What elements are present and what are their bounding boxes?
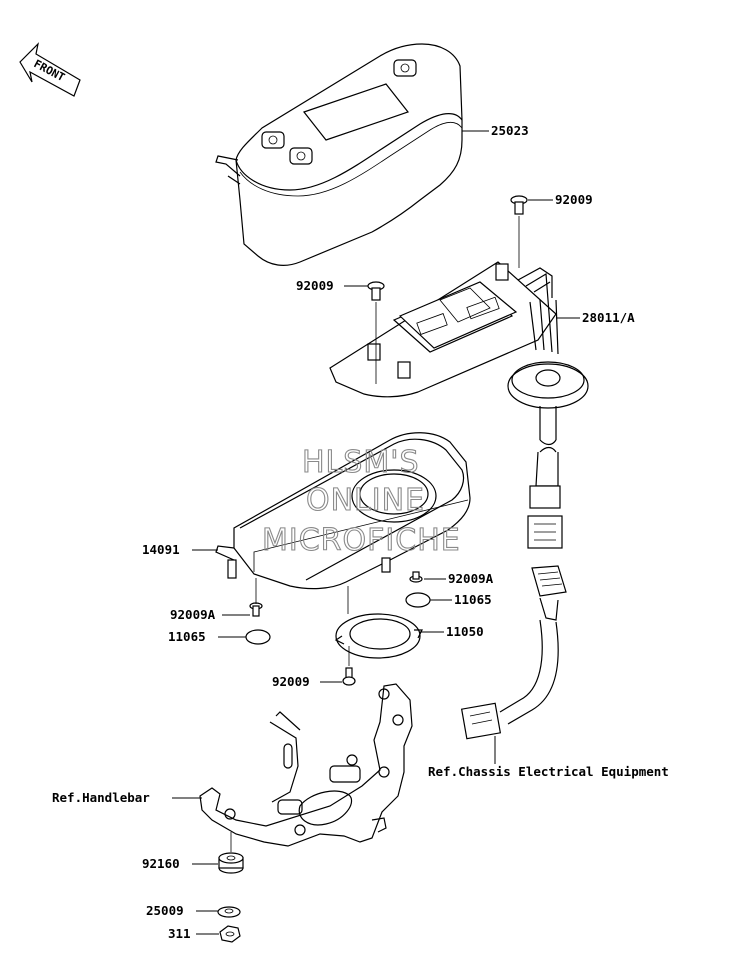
watermark-line2: ONLINE (306, 483, 425, 518)
callout-311: 311 (168, 926, 191, 941)
lower-case (215, 432, 471, 590)
screw-92009-bottom (342, 667, 356, 686)
callout-92009-top: 92009 (555, 192, 593, 207)
callout-11065-left: 11065 (168, 629, 206, 644)
callout-92009a-right: 92009A (448, 571, 494, 586)
watermark-line3: MICROFICHE (262, 523, 461, 558)
chassis-harness (460, 565, 567, 740)
cap-11065-left (245, 629, 271, 645)
mounting-bracket (199, 683, 413, 847)
watermark-line1: HLSM'S (302, 445, 420, 480)
screw-92009a-right (409, 571, 423, 583)
screw-92009-left (367, 281, 385, 301)
grommet-92160 (218, 852, 244, 874)
collar-25009 (217, 906, 241, 918)
gasket-11050 (334, 613, 423, 659)
callout-11065-right: 11065 (454, 592, 492, 607)
callout-92009a-left: 92009A (170, 607, 216, 622)
nut-311 (219, 925, 241, 943)
watermark: HLSM'S ONLINE MICROFICHE (261, 444, 461, 558)
callout-14091: 14091 (142, 542, 180, 557)
callout-92009-left: 92009 (296, 278, 334, 293)
callout-ref-chassis: Ref.Chassis Electrical Equipment (428, 764, 669, 779)
screw-92009a-left (249, 602, 263, 617)
meter-assembly (329, 261, 589, 549)
callout-92160: 92160 (142, 856, 180, 871)
cap-11065-right (405, 592, 431, 608)
callout-25009: 25009 (146, 903, 184, 918)
front-arrow-icon: FRONT (19, 42, 81, 97)
screw-92009-top (510, 195, 528, 215)
callout-11050: 11050 (446, 624, 484, 639)
callout-25023: 25023 (491, 123, 529, 138)
callout-28011a: 28011/A (582, 310, 635, 325)
callout-ref-handlebar: Ref.Handlebar (52, 790, 150, 805)
meter-cover (215, 43, 463, 266)
callout-92009-bottom: 92009 (272, 674, 310, 689)
